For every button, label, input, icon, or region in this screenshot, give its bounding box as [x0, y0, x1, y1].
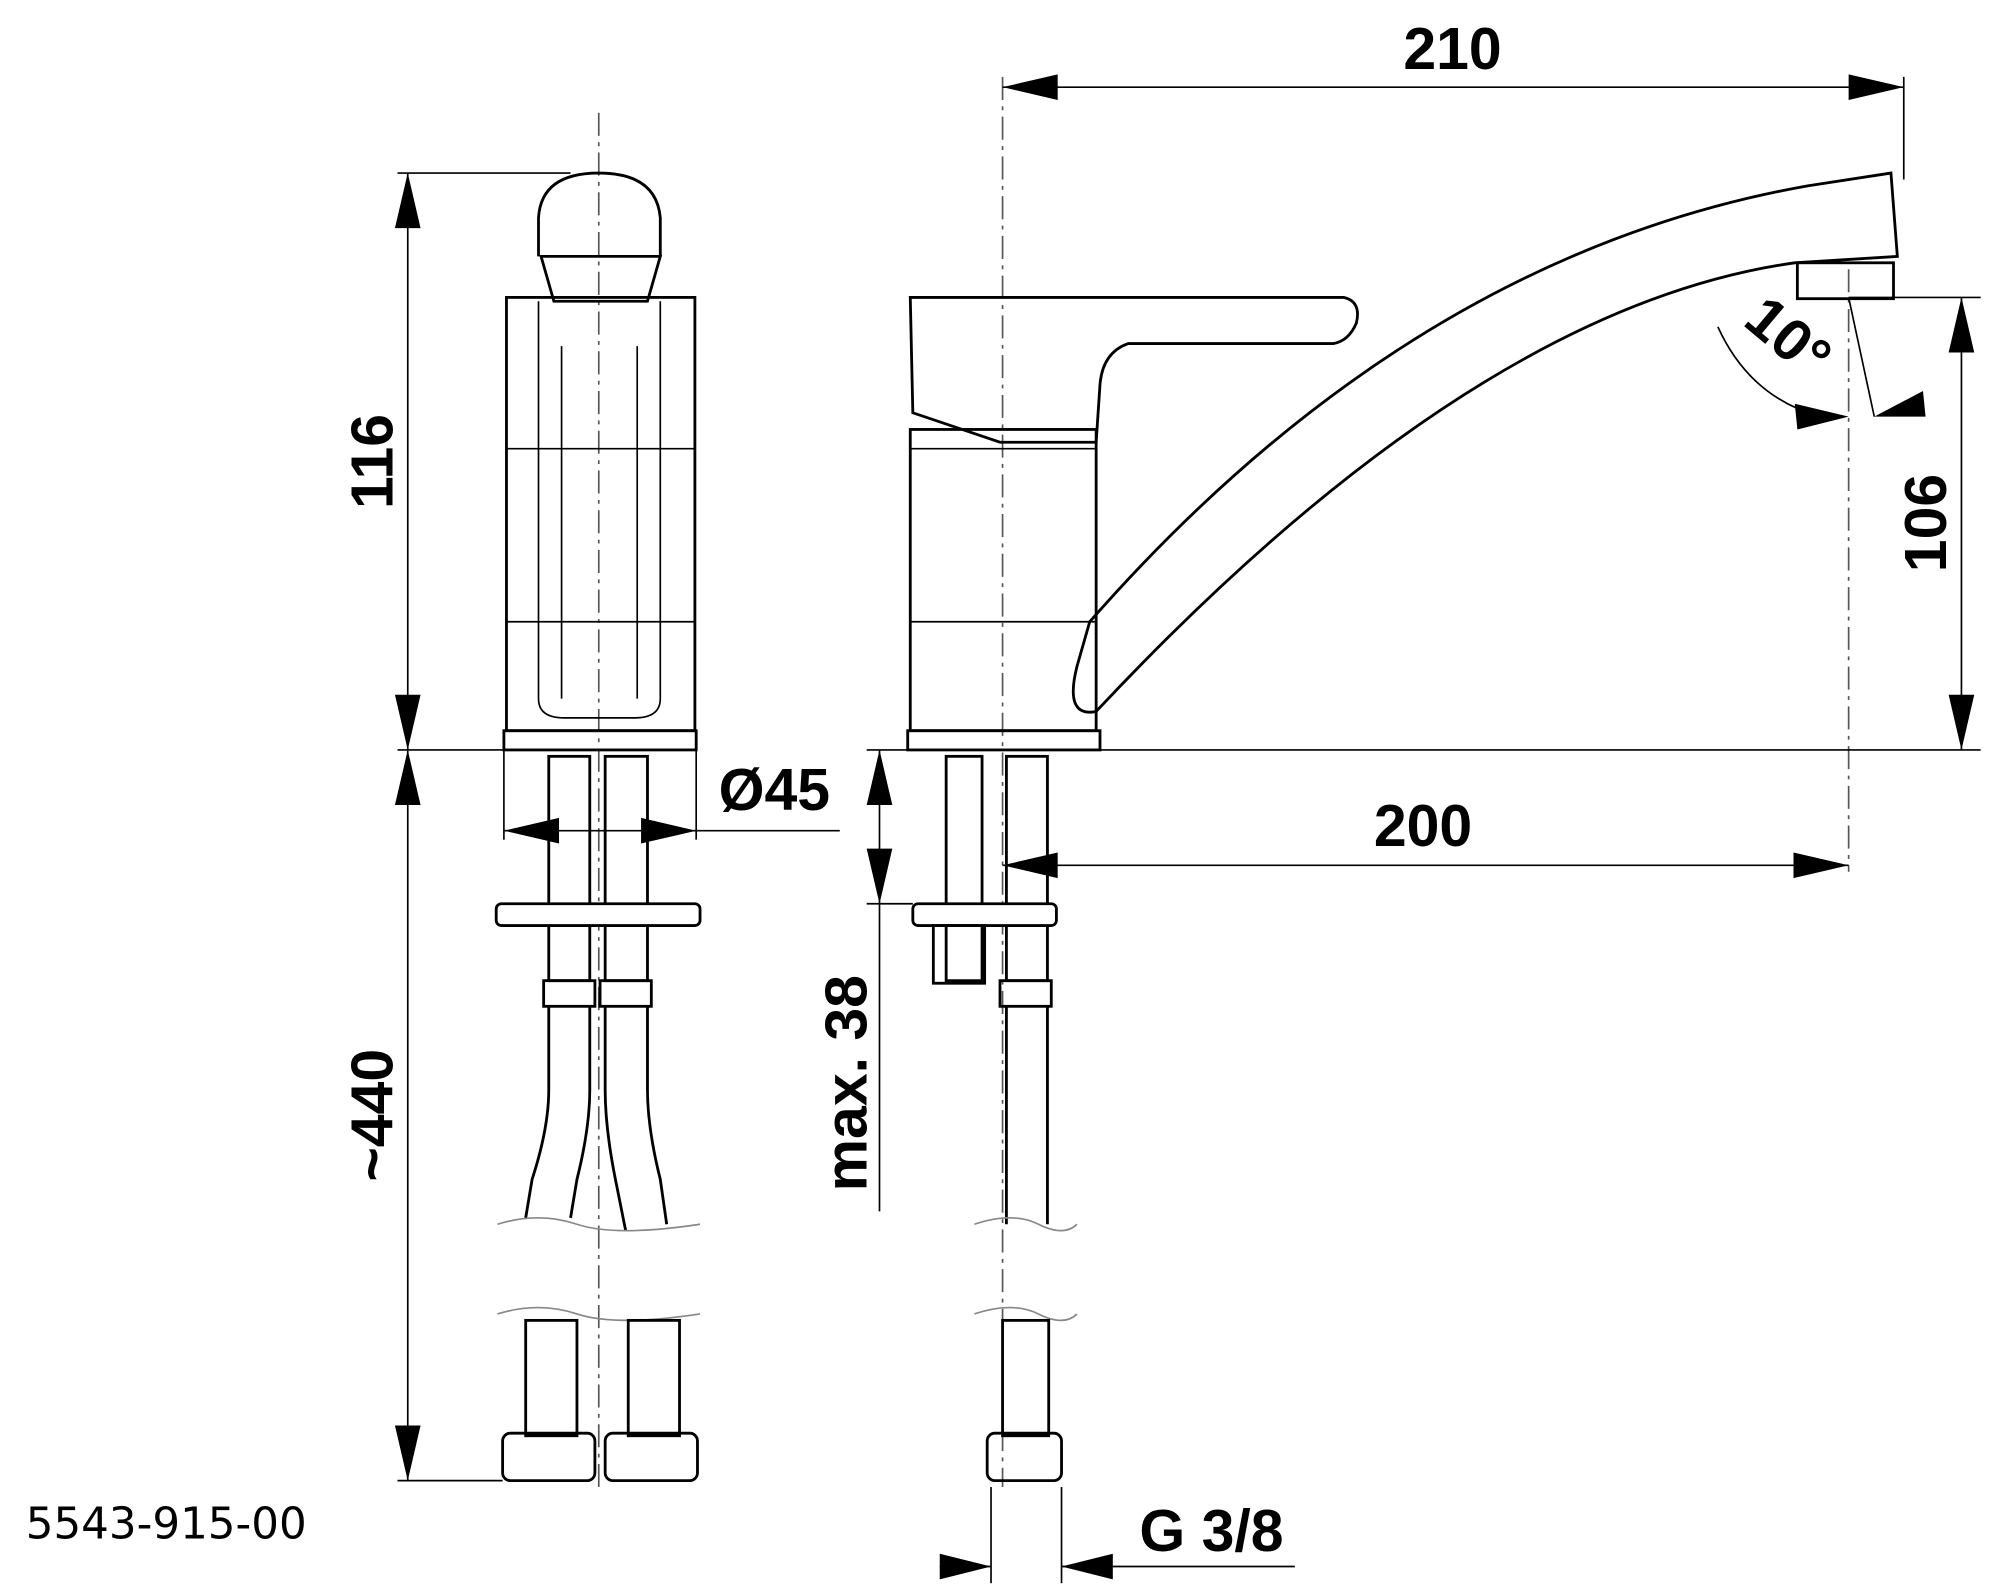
dimension-200: 200 — [1002, 794, 1849, 879]
front-hose-left — [547, 754, 592, 983]
dimension-440: ~440 — [340, 749, 503, 1482]
dimension-116: 116 — [340, 172, 571, 751]
dimension-diameter-45: Ø45 — [503, 749, 840, 844]
front-spout-outline — [537, 301, 662, 719]
dimension-106: 106 — [1099, 296, 1981, 751]
front-handle-grip — [539, 254, 663, 303]
dimension-angle-10: 10° — [1717, 284, 1926, 430]
dim-440-label: ~440 — [340, 1049, 405, 1182]
front-fitting-right — [626, 1318, 681, 1438]
side-threaded-stud — [931, 924, 987, 985]
front-body — [505, 295, 697, 733]
dim-38-label: max. 38 — [815, 975, 880, 1191]
front-mounting-washer — [494, 902, 702, 927]
side-spout — [1071, 171, 1899, 714]
dimension-max-38: max. 38 — [815, 749, 913, 1212]
front-view — [494, 112, 702, 1488]
dim-g38-label: G 3/8 — [1139, 1499, 1283, 1564]
front-hex-nut-left — [501, 1431, 597, 1483]
dim-116-label: 116 — [340, 414, 405, 509]
front-base-plate — [502, 729, 698, 752]
side-mounting-washer — [911, 902, 1058, 927]
dim-210-label: 210 — [1403, 17, 1501, 82]
part-number: 5543-915-00 — [26, 1499, 307, 1549]
front-handle-dome — [537, 171, 662, 257]
side-view — [906, 76, 1899, 1488]
dimension-g38: G 3/8 — [939, 1487, 1295, 1584]
front-hex-nut-right — [603, 1431, 699, 1483]
side-hex-nut — [985, 1431, 1063, 1483]
dim-45-label: Ø45 — [719, 758, 830, 823]
side-base-plate — [906, 729, 1102, 752]
side-lever-handle — [908, 295, 1359, 444]
side-aerator — [1795, 261, 1895, 301]
front-fitting-left — [524, 1318, 579, 1438]
dim-200-label: 200 — [1374, 794, 1472, 859]
dimension-210: 210 — [1002, 17, 1905, 180]
front-hose-right — [603, 754, 649, 983]
dim-106-label: 106 — [1894, 474, 1959, 572]
